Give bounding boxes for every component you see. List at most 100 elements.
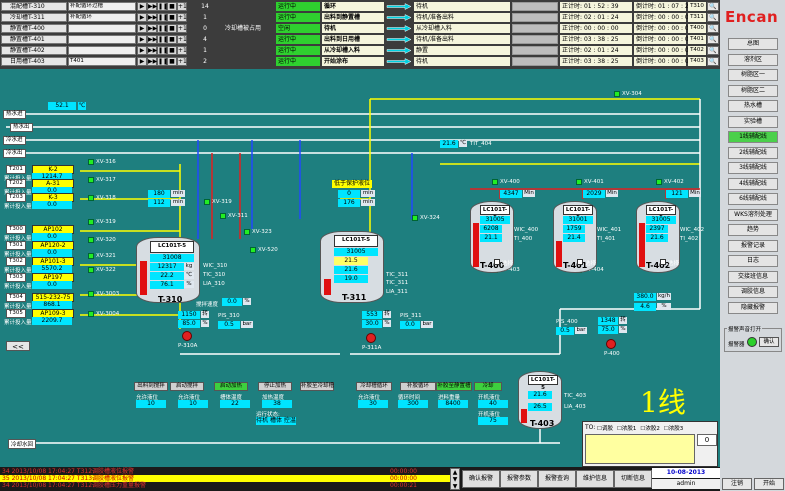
nav-item[interactable]: 报警记录 <box>728 239 778 252</box>
ctrl310-button[interactable]: 补胶至冷却槽 <box>300 382 335 391</box>
ctrl310-value[interactable]: 38 <box>262 400 292 408</box>
pause-icon[interactable]: ❚❚ <box>157 57 169 66</box>
ctrl311-value[interactable]: 300 <box>398 400 428 408</box>
ctrl311-extra-value[interactable]: 75 <box>478 417 508 425</box>
nav-item[interactable]: 树脂区一 <box>728 69 778 81</box>
stop-icon[interactable]: ■ <box>167 24 177 33</box>
stop-icon[interactable]: ■ <box>167 13 177 22</box>
magnifier-icon[interactable]: 🔍 <box>707 46 719 55</box>
valve-icon[interactable] <box>88 195 94 201</box>
nav-item[interactable]: 4线辅配线 <box>728 177 778 190</box>
back-button[interactable]: << <box>6 341 30 351</box>
logout-button[interactable]: 注销 <box>722 478 752 490</box>
fast-forward-icon[interactable]: ▶▶ <box>147 24 158 33</box>
nav-item[interactable]: 热水槽 <box>728 100 778 112</box>
bottom-button[interactable]: 报警查询 <box>538 470 576 488</box>
trend-option[interactable]: ☐调胶 <box>597 426 613 432</box>
nav-item[interactable]: 总图 <box>728 38 778 50</box>
start-button[interactable]: 开始 <box>754 478 784 490</box>
ctrl310-value[interactable]: 22 <box>220 400 250 408</box>
valve-icon[interactable] <box>576 179 582 185</box>
ctrl310-button[interactable]: 启动加热 <box>214 382 248 391</box>
valve-icon[interactable] <box>88 219 94 225</box>
nav-item[interactable]: WKS溶剂处理 <box>728 208 778 221</box>
pause-icon[interactable]: ❚❚ <box>157 2 169 11</box>
select-checkbox[interactable] <box>660 259 666 265</box>
unit-name[interactable]: 混配槽T-310 <box>1 2 67 11</box>
valve-icon[interactable] <box>88 291 94 297</box>
ctrl311-button[interactable]: 补胶循环 <box>400 382 436 391</box>
magnifier-icon[interactable]: 🔍 <box>707 24 719 33</box>
alarm-scroll[interactable]: ▲▼▼ <box>450 468 460 490</box>
pause-icon[interactable]: ❚❚ <box>157 46 169 55</box>
bottom-button[interactable]: 切断信息 <box>614 470 652 488</box>
magnifier-icon[interactable]: 🔍 <box>707 35 719 44</box>
alarm-confirm-button[interactable]: 确认 <box>759 337 779 347</box>
play-icon[interactable]: ▶ <box>137 24 147 33</box>
nav-item[interactable]: 树脂区二 <box>728 84 778 97</box>
unit-name[interactable]: 静置槽T-402 <box>1 46 67 55</box>
valve-icon[interactable] <box>88 267 94 273</box>
ctrl310-value[interactable]: 10 <box>136 400 166 408</box>
fast-forward-icon[interactable]: ▶▶ <box>147 2 158 11</box>
ctrl311-value[interactable]: 40 <box>478 400 508 408</box>
unit-name[interactable]: 静置槽T-400 <box>1 24 67 33</box>
unit-name[interactable]: 日用槽T-403 <box>1 57 67 66</box>
pause-icon[interactable]: ❚❚ <box>157 35 169 44</box>
nav-item[interactable]: 日志 <box>728 255 778 267</box>
ctrl311-value[interactable]: 8400 <box>438 400 468 408</box>
valve-icon[interactable] <box>220 213 226 219</box>
select-checkbox[interactable] <box>494 259 500 265</box>
bottom-button[interactable]: 确认报警 <box>462 470 500 488</box>
plus-one-icon[interactable]: +1 <box>177 46 187 55</box>
valve-icon[interactable] <box>492 179 498 185</box>
magnifier-icon[interactable]: 🔍 <box>707 57 719 66</box>
magnifier-icon[interactable]: 🔍 <box>707 2 719 11</box>
valve-icon[interactable] <box>204 199 210 205</box>
pause-icon[interactable]: ❚❚ <box>157 13 169 22</box>
valve-icon[interactable] <box>656 179 662 185</box>
nav-item[interactable]: 2线辅配线 <box>728 146 778 159</box>
ctrl311-button[interactable]: 冷却 <box>474 382 502 391</box>
fast-forward-icon[interactable]: ▶▶ <box>147 35 158 44</box>
valve-icon[interactable] <box>88 177 94 183</box>
plus-one-icon[interactable]: +1 <box>177 2 187 11</box>
stop-icon[interactable]: ■ <box>167 57 177 66</box>
fast-forward-icon[interactable]: ▶▶ <box>147 13 158 22</box>
valve-icon[interactable] <box>250 247 256 253</box>
unit-name[interactable]: 冷却槽T-311 <box>1 13 67 22</box>
unit-name[interactable]: 静置槽T-401 <box>1 35 67 44</box>
valve-icon[interactable] <box>88 311 94 317</box>
ctrl311-value[interactable]: 30 <box>358 400 388 408</box>
bottom-button[interactable]: 报警参数 <box>500 470 538 488</box>
bottom-button[interactable]: 维护信息 <box>576 470 614 488</box>
magnifier-icon[interactable]: 🔍 <box>707 13 719 22</box>
nav-item[interactable]: 实验槽 <box>728 115 778 128</box>
nav-item[interactable]: 1线辅配线 <box>728 131 778 143</box>
pump-p400-icon[interactable] <box>606 339 616 349</box>
nav-item[interactable]: 隐藏报警 <box>728 301 778 314</box>
valve-icon[interactable] <box>614 91 620 97</box>
play-icon[interactable]: ▶ <box>137 35 147 44</box>
nav-item[interactable]: 趋势 <box>728 224 778 236</box>
play-icon[interactable]: ▶ <box>137 57 147 66</box>
pump-p311a-icon[interactable] <box>366 333 376 343</box>
stop-icon[interactable]: ■ <box>167 46 177 55</box>
valve-icon[interactable] <box>412 215 418 221</box>
play-icon[interactable]: ▶ <box>137 46 147 55</box>
select-checkbox[interactable] <box>577 259 583 265</box>
ctrl310-button[interactable]: 启动搅拌 <box>170 382 204 391</box>
pump-p310a-icon[interactable] <box>182 331 192 341</box>
trend-option[interactable]: ☐浓胶1 <box>616 426 637 432</box>
nav-item[interactable]: 3线辅配线 <box>728 162 778 174</box>
ctrl311-button[interactable]: 补胶至静置槽 <box>436 382 472 391</box>
ctrl310-value[interactable]: 10 <box>178 400 208 408</box>
nav-item[interactable]: 交接班信息 <box>728 270 778 283</box>
nav-item[interactable]: 溶剂区 <box>728 53 778 66</box>
trend-option[interactable]: ☐浓胶2 <box>640 426 660 432</box>
trend-option[interactable]: ☐浓胶3 <box>663 426 684 432</box>
ctrl310-button[interactable]: 出料到搅拌 <box>134 382 168 391</box>
stop-icon[interactable]: ■ <box>167 35 177 44</box>
